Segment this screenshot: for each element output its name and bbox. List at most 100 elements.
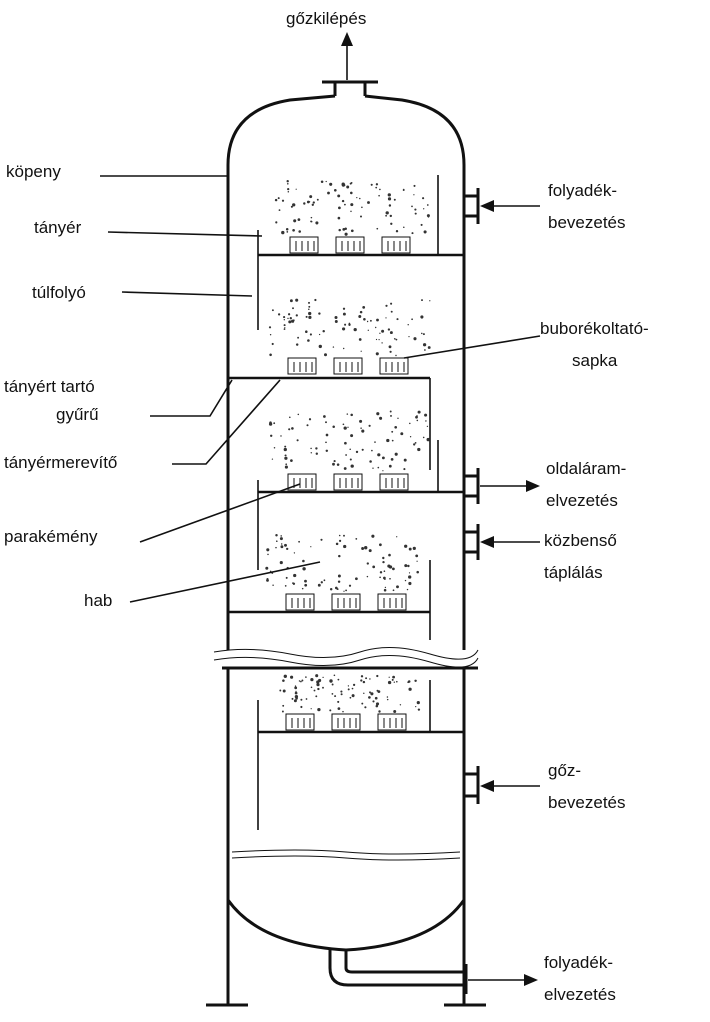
foam-dot <box>414 679 417 683</box>
foam-dot <box>282 679 285 682</box>
foam-dot <box>320 180 324 183</box>
label-foam: hab <box>84 591 112 610</box>
foam-dot <box>414 208 417 211</box>
labels: gőzkilépés köpeny tányér túlfolyó tányér… <box>4 9 649 1004</box>
foam-dot <box>297 218 301 221</box>
foam-dot <box>266 548 270 552</box>
foam-dot <box>346 185 350 189</box>
foam-dot <box>360 427 362 429</box>
foam-dot <box>301 679 304 682</box>
foam-dot <box>315 674 319 678</box>
foam-dot <box>389 214 393 218</box>
foam-dot <box>368 696 371 699</box>
foam-dot <box>305 315 308 318</box>
foam-dot <box>350 434 354 438</box>
foam-dot <box>310 216 313 219</box>
foam-dot <box>385 214 387 217</box>
foam-dot <box>350 413 353 417</box>
foam-dot <box>314 298 317 302</box>
foam-dot <box>409 436 412 438</box>
foam-dot <box>337 580 341 583</box>
foam-dot <box>337 216 341 220</box>
foam-dot <box>296 439 299 442</box>
foam-dot <box>382 556 385 560</box>
foam-dot <box>325 441 327 444</box>
foam-dot <box>392 567 395 571</box>
foam-dot <box>308 308 310 311</box>
foam-dot <box>403 468 406 471</box>
foam-dot <box>323 415 326 418</box>
foam-dot <box>422 343 427 347</box>
foam-dot <box>283 324 286 327</box>
foam-dot <box>343 426 347 430</box>
foam-dot <box>347 426 349 428</box>
foam-dot <box>413 443 416 446</box>
foam-dot <box>407 564 410 568</box>
foam-dot <box>276 540 278 542</box>
foam-dot <box>315 452 318 455</box>
foam-dot <box>381 342 383 344</box>
foam-dot <box>378 194 380 197</box>
steam-out-arrow <box>341 32 353 80</box>
foam-dot <box>338 539 342 543</box>
foam-dot <box>355 577 358 581</box>
foam-dot <box>277 197 280 200</box>
foam-dot <box>350 203 354 207</box>
foam-dot <box>390 302 393 305</box>
foam-dot <box>420 315 424 319</box>
foam-dot <box>388 464 392 468</box>
foam-dot <box>293 573 297 578</box>
foam-dot <box>370 183 373 186</box>
foam-dot <box>306 424 309 427</box>
foam-dot <box>338 228 341 232</box>
foam-dot <box>284 327 286 329</box>
foam-dot <box>284 456 288 460</box>
label-shell: köpeny <box>6 162 61 181</box>
foam-dot <box>396 318 399 321</box>
foam-dot <box>284 543 287 547</box>
foam-dot <box>317 583 321 587</box>
foam-dot <box>284 445 287 448</box>
foam-dot <box>279 561 283 565</box>
foam-dot <box>427 216 430 218</box>
foam-dot <box>415 415 418 419</box>
foam-dot <box>288 320 292 324</box>
column-shell <box>206 80 486 1007</box>
foam-dot <box>298 540 300 543</box>
foam-dot <box>335 542 339 546</box>
foam-dot <box>348 323 351 326</box>
foam-dot <box>396 536 398 538</box>
foam-dot <box>293 699 297 703</box>
foam-dot <box>385 317 387 319</box>
foam-dot <box>318 312 321 315</box>
foam-dot <box>295 298 299 302</box>
foam-dot <box>343 544 347 549</box>
foam-dot <box>307 339 310 342</box>
foam-dot <box>361 547 365 550</box>
foam-dot <box>412 546 416 551</box>
foam-dot <box>287 187 290 191</box>
foam-dot <box>342 710 344 713</box>
foam-dot <box>365 677 368 680</box>
label-tray-stiffener: tányérmerevítő <box>4 453 117 472</box>
foam-dot <box>308 418 312 421</box>
foam-dot <box>301 587 304 590</box>
foam-dot <box>342 423 345 426</box>
foam-dot <box>387 328 391 331</box>
label-tray: tányér <box>34 218 82 237</box>
foam-dot <box>266 578 269 582</box>
foam-dot <box>291 427 294 430</box>
foam-dot <box>284 585 287 587</box>
foam-dot <box>378 710 381 713</box>
foam-dot <box>360 675 364 678</box>
foam-dot <box>342 312 346 316</box>
bubble-caps <box>285 236 411 731</box>
foam-dot <box>383 570 386 573</box>
foam-dot <box>338 554 341 558</box>
foam-dot <box>310 708 312 710</box>
foam-dot <box>343 467 347 470</box>
foam-dot <box>311 203 314 206</box>
foam-dot <box>355 450 359 454</box>
foam-dot <box>342 347 345 350</box>
foam-dot <box>375 338 378 341</box>
